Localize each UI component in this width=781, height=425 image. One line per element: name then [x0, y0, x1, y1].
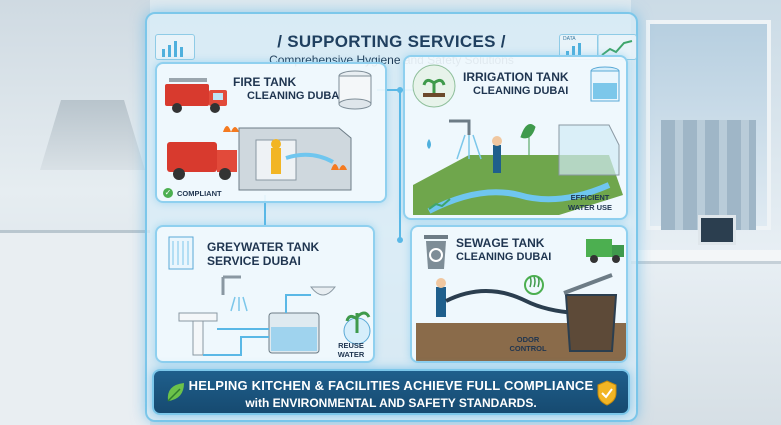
city-skyline	[661, 120, 756, 230]
truck-icon	[586, 239, 624, 263]
card-title-line2: CLEANING DUBAI	[473, 85, 569, 97]
plant-sprinkler-icon	[412, 64, 456, 108]
card-tag-line2: WATER USE	[567, 203, 613, 212]
office-desk	[631, 250, 781, 264]
card-tag-line2: WATER	[337, 350, 365, 359]
card-irrigation-tank[interactable]: IRRIGATION TANK CLEANING DUBAI EFFICIENT…	[403, 55, 628, 220]
leaf-icon	[167, 383, 184, 402]
mini-chart-left	[155, 34, 195, 60]
kitchen-cabinets	[0, 230, 150, 425]
water-tank-icon	[590, 66, 620, 102]
card-fire-tank[interactable]: FIRE TANK CLEANING DUBAI ✓ COMPLIANT	[155, 62, 387, 203]
card-title-line1: FIRE TANK	[233, 75, 297, 89]
card-tag-line1: ODOR	[516, 335, 540, 344]
card-tag-line2: CONTROL	[509, 344, 547, 353]
filter-icon	[168, 236, 194, 270]
banner-line1: HELPING KITCHEN & FACILITIES ACHIEVE FUL…	[188, 378, 594, 393]
card-title-line2: CLEANING DUBAI	[247, 90, 343, 102]
page-title: / SUPPORTING SERVICES /	[277, 32, 506, 51]
growth-chart-icon	[428, 198, 451, 210]
greywater-reuse-scene	[178, 275, 371, 356]
card-tag: COMPLIANT	[177, 189, 222, 198]
shield-check-icon	[597, 380, 617, 406]
bars-chart-icon	[162, 41, 183, 57]
recycle-bin-icon	[424, 235, 448, 269]
card-tag-line1: REUSE	[338, 341, 364, 350]
fire-truck-icon	[165, 78, 227, 113]
banner-line2: with ENVIRONMENTAL AND SAFETY STANDARDS.	[245, 396, 537, 410]
computer-monitor	[698, 215, 736, 245]
water-tank-icon	[338, 70, 372, 110]
mini-chart-label: DATA	[563, 36, 576, 42]
card-title-line1: GREYWATER TANK	[207, 240, 320, 254]
card-greywater-tank[interactable]: GREYWATER TANK SERVICE DUBAI REUSE WATER	[155, 225, 375, 363]
card-title-line2: CLEANING DUBAI	[456, 251, 552, 263]
compliance-banner: HELPING KITCHEN & FACILITIES ACHIEVE FUL…	[152, 369, 630, 415]
sewage-cleaning-scene	[416, 273, 626, 361]
card-sewage-tank[interactable]: SEWAGE TANK CLEANING DUBAI ODOR CONTROL	[410, 225, 628, 363]
bars-chart-icon	[566, 43, 581, 57]
card-title-line1: IRRIGATION TANK	[463, 70, 569, 84]
card-tag-line1: EFFICIENT	[570, 193, 610, 202]
trend-line-icon	[601, 40, 633, 56]
card-title-line2: SERVICE DUBAI	[207, 254, 301, 268]
fire-fighting-scene	[167, 126, 352, 191]
check-icon: ✓	[163, 188, 173, 198]
card-title-line1: SEWAGE TANK	[456, 236, 545, 250]
irrigation-field-scene	[413, 119, 623, 215]
